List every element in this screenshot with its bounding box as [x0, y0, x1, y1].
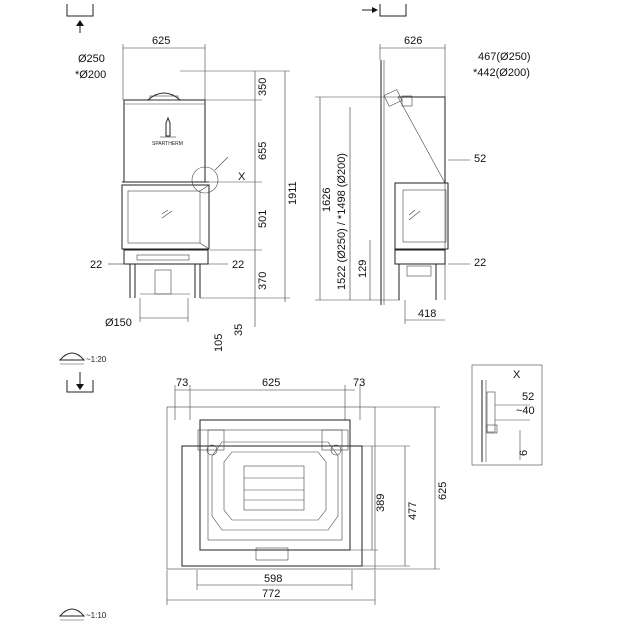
front-h-105: 105 — [213, 334, 225, 352]
plan-view-icon — [66, 372, 94, 393]
front-h-1911: 1911 — [287, 181, 299, 205]
front-flue-250: Ø250 — [78, 53, 105, 65]
front-leg-right: 22 — [232, 259, 244, 271]
scale-icon-upper — [58, 352, 86, 365]
side-h-1626: 1626 — [321, 188, 333, 212]
side-view — [315, 44, 470, 324]
front-pipe: Ø150 — [105, 317, 132, 329]
plan-w-598: 598 — [264, 573, 282, 585]
plan-d-477: 477 — [407, 502, 419, 520]
side-dim-22: 22 — [474, 257, 486, 269]
front-view — [108, 44, 290, 327]
plan-left-73: 73 — [176, 377, 188, 389]
plan-view — [166, 385, 440, 605]
side-h-129: 129 — [357, 260, 369, 278]
front-h-655: 655 — [257, 142, 269, 160]
detail-x-box — [471, 364, 543, 466]
side-h-1522: 1522 (Ø250) / *1498 (Ø200) — [336, 153, 348, 290]
plan-d-389: 389 — [375, 494, 387, 512]
front-view-icon — [66, 4, 94, 33]
side-dim-418: 418 — [418, 308, 436, 320]
side-dim-52: 52 — [474, 153, 486, 165]
side-view-icon — [362, 4, 407, 17]
front-leg-left: 22 — [90, 259, 102, 271]
detail-d-40: ~40 — [516, 405, 535, 417]
detail-mark-front: X — [238, 171, 246, 183]
plan-d-625: 625 — [437, 482, 449, 500]
plan-w-772: 772 — [262, 588, 280, 600]
svg-text:SPARTHERM: SPARTHERM — [152, 141, 183, 147]
scale-upper-label: ~1:20 — [86, 355, 107, 364]
front-flue-200: *Ø200 — [75, 69, 106, 81]
detail-d-6: 6 — [518, 450, 530, 456]
side-top-200: *442(Ø200) — [473, 67, 530, 79]
plan-right-73: 73 — [353, 377, 365, 389]
plan-width-625: 625 — [262, 377, 280, 389]
front-width-label: 625 — [152, 35, 170, 47]
detail-d-52: 52 — [522, 391, 534, 403]
front-brand-logo: SPARTHERM — [152, 141, 183, 147]
side-width-label: 626 — [404, 35, 422, 47]
detail-mark: X — [513, 369, 521, 381]
front-h-501: 501 — [257, 210, 269, 228]
front-h-35: 35 — [233, 324, 245, 336]
scale-icon-lower — [58, 608, 86, 621]
front-h-350: 350 — [257, 78, 269, 96]
scale-lower-label: ~1:10 — [86, 611, 107, 620]
front-h-370: 370 — [257, 272, 269, 290]
side-top-250: 467(Ø250) — [478, 51, 531, 63]
